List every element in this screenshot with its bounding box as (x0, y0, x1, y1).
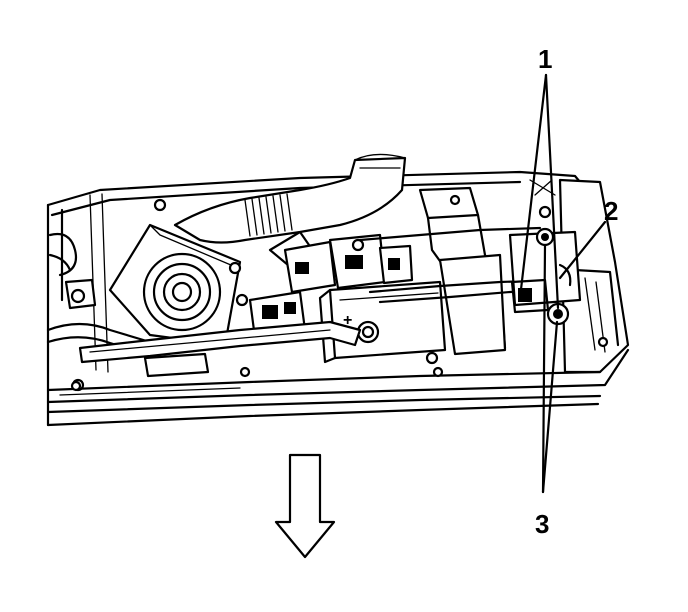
blower-fan-assembly (108, 223, 249, 347)
rim-bolts (70, 336, 609, 392)
battery-polarity-mark: + (343, 312, 352, 329)
callout-1: 1 (538, 44, 552, 74)
callout-2: 2 (604, 196, 618, 226)
direction-arrow (274, 453, 336, 559)
leader-2 (558, 220, 607, 280)
connector-module (248, 233, 414, 340)
battery: + (318, 280, 447, 365)
leader-1a (518, 73, 548, 300)
battery-cable (78, 320, 362, 378)
leader-3b (541, 320, 559, 494)
leader-3a (541, 243, 547, 494)
tray-frame (46, 170, 630, 427)
duct-ribs (244, 193, 293, 237)
callout-labels: 1 2 3 (535, 44, 618, 539)
callout-3: 3 (535, 509, 549, 539)
callout-leaders (518, 73, 607, 494)
hold-down-bracket (358, 186, 567, 356)
leader-1b (544, 73, 560, 310)
